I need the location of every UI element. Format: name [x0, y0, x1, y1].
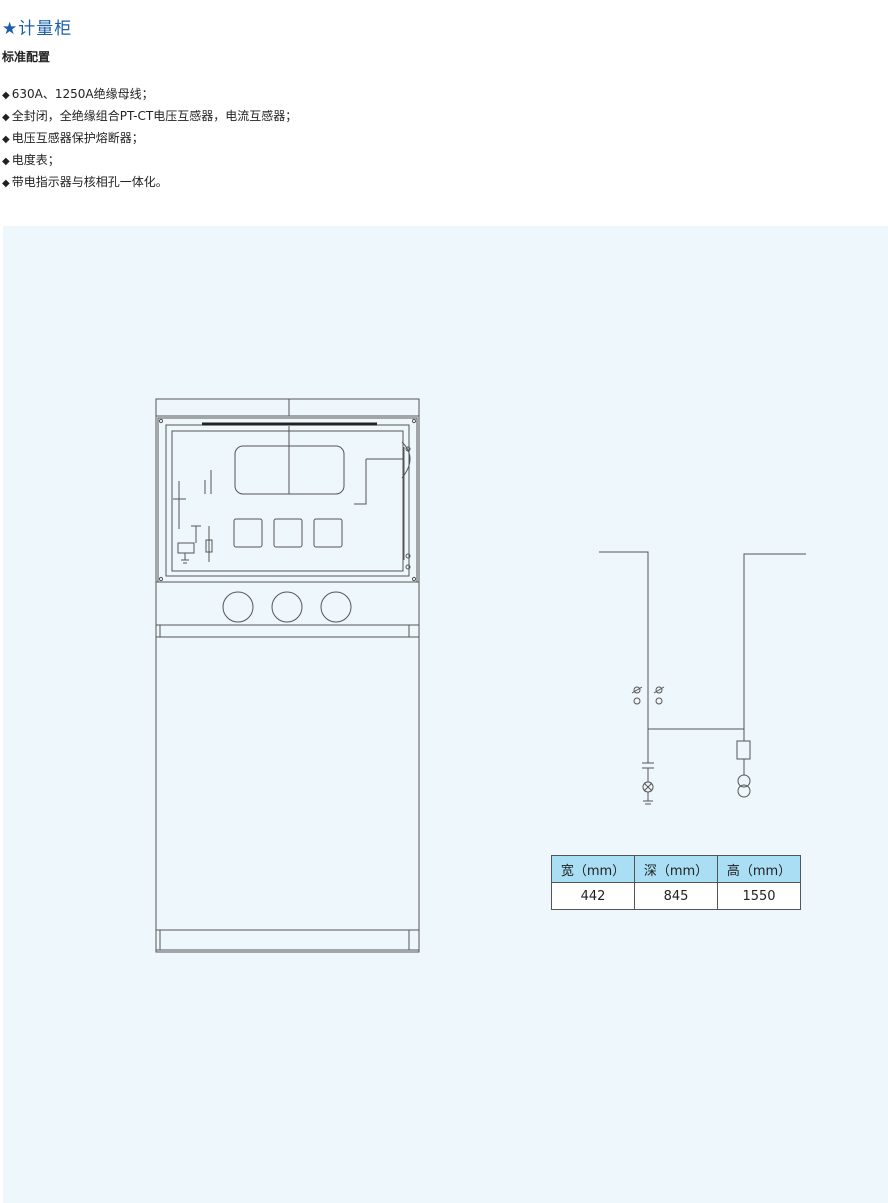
- diamond-icon: ◆: [2, 178, 10, 189]
- list-item-text: 全封闭，全绝缘组合PT-CT电压互感器，电流互感器；: [11, 109, 298, 123]
- list-item: ◆带电指示器与核相孔一体化。: [2, 172, 297, 194]
- single-line-schematic: [599, 551, 806, 805]
- height-header: 高（mm）: [717, 855, 801, 883]
- list-item-text: 630A、1250A绝缘母线；: [11, 87, 154, 101]
- diamond-icon: ◆: [2, 156, 10, 167]
- table-row: 442 845 1550: [551, 882, 801, 910]
- depth-header: 深（mm）: [634, 855, 718, 883]
- section-subtitle: 标准配置: [2, 50, 51, 64]
- list-item-text: 电压互感器保护熔断器；: [11, 131, 144, 145]
- table-header-row: 宽（mm） 深（mm） 高（mm）: [551, 855, 801, 883]
- list-item: ◆全封闭，全绝缘组合PT-CT电压互感器，电流互感器；: [2, 106, 297, 128]
- diamond-icon: ◆: [2, 90, 10, 101]
- cabinet-front-view: [155, 398, 420, 953]
- height-value: 1550: [717, 882, 801, 910]
- list-item: ◆630A、1250A绝缘母线；: [2, 84, 297, 106]
- diagram-panel: [3, 226, 888, 1203]
- page-title: ★计量柜: [2, 19, 73, 39]
- feature-list: ◆630A、1250A绝缘母线； ◆全封闭，全绝缘组合PT-CT电压互感器，电流…: [2, 84, 297, 194]
- list-item-text: 带电指示器与核相孔一体化。: [11, 175, 168, 189]
- width-header: 宽（mm）: [551, 855, 635, 883]
- diamond-icon: ◆: [2, 134, 10, 145]
- list-item: ◆电压互感器保护熔断器；: [2, 128, 297, 150]
- dimension-table: 宽（mm） 深（mm） 高（mm） 442 845 1550: [551, 855, 801, 910]
- diamond-icon: ◆: [2, 112, 10, 123]
- width-value: 442: [551, 882, 635, 910]
- list-item: ◆电度表；: [2, 150, 297, 172]
- list-item-text: 电度表；: [11, 153, 60, 167]
- depth-value: 845: [634, 882, 718, 910]
